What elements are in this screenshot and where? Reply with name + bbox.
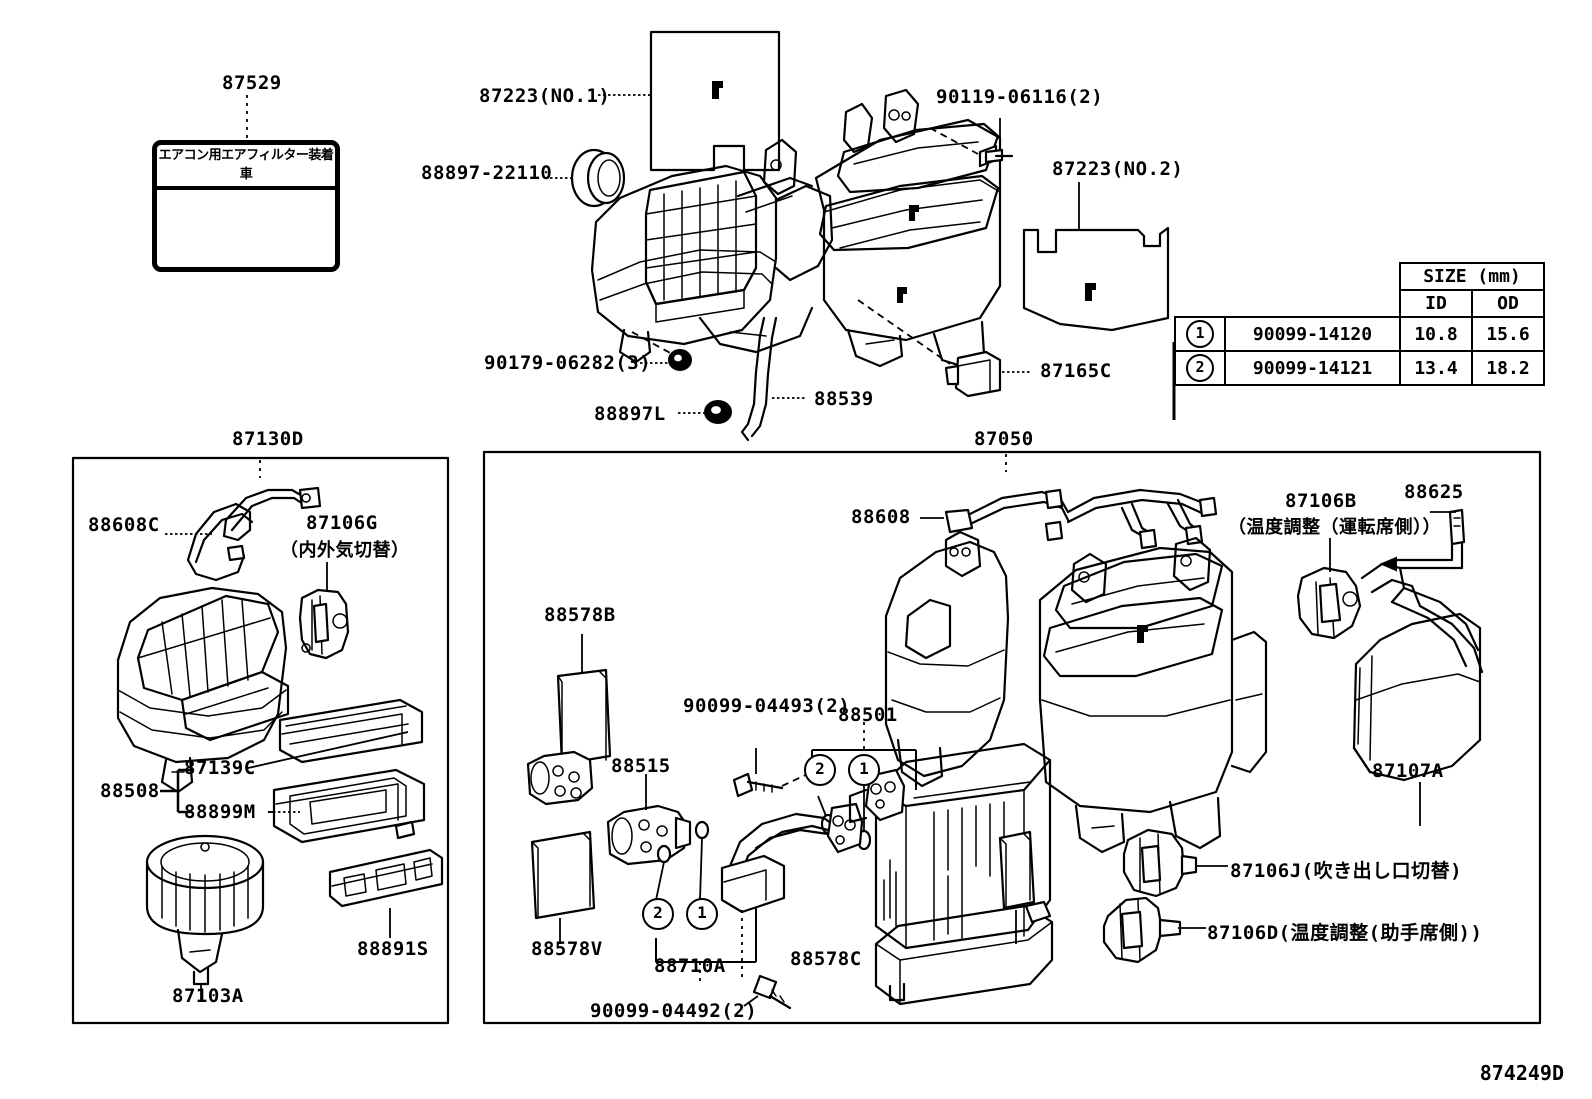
size-table-row-2: 2 90099-14121 13.4 18.2 [1174, 350, 1545, 386]
part-90179-06282-grommet [668, 349, 692, 371]
part-87106J-servo [1122, 828, 1198, 898]
label-87103A: 87103A [172, 985, 244, 1007]
label-87223-no2: 87223(NO.2) [1052, 158, 1184, 180]
air-filter-label-plate: エアコン用エアフィルター装着車 [152, 140, 340, 272]
label-88578B: 88578B [544, 604, 616, 626]
label-88578C: 88578C [790, 948, 862, 970]
cooling-case-assembly [884, 530, 1268, 854]
part-90099-04493-screw [732, 772, 784, 798]
part-88578V-gasket [530, 830, 596, 920]
mark-1-lower: 1 [686, 898, 718, 930]
mark-2-lower: 2 [642, 898, 674, 930]
size-table-row-1: 1 90099-14120 10.8 15.6 [1174, 316, 1545, 352]
part-87106G-servo [298, 588, 350, 660]
label-88508: 88508 [100, 780, 160, 802]
drawing-number: 874249D [1479, 1061, 1564, 1085]
label-88625: 88625 [1404, 481, 1464, 503]
part-87106B-servo [1296, 566, 1362, 640]
label-90099-04492: 90099-04492(2) [590, 1000, 758, 1022]
size-row-mark-2: 2 [1186, 354, 1214, 382]
label-90099-04493: 90099-04493(2) [683, 695, 851, 717]
part-87107A-heater-core [1352, 562, 1484, 782]
evaporator-core [848, 742, 1052, 950]
part-87139C-filter [278, 698, 424, 764]
label-87107A: 87107A [1372, 760, 1444, 782]
label-87106G: 87106G [306, 512, 378, 534]
part-87165C-cap [944, 350, 1002, 398]
size-table-col-od: OD [1471, 289, 1545, 318]
part-88608-harness [944, 488, 1218, 550]
label-87529: 87529 [222, 72, 282, 94]
label-plate-jp-text: エアコン用エアフィルター装着車 [157, 145, 335, 190]
label-90119-06116: 90119-06116(2) [936, 86, 1104, 108]
size-row-part-1: 90099-14120 [1224, 316, 1401, 352]
part-87223-no2-shield [1022, 226, 1170, 332]
part-90099-04492-screw [752, 974, 792, 1010]
size-row-od-1: 15.6 [1471, 316, 1545, 352]
label-88891S: 88891S [357, 938, 429, 960]
part-88891S-grille [328, 848, 444, 908]
part-88578B-gasket [556, 668, 612, 766]
size-table: SIZE (mm) ID OD 1 90099-14120 10.8 15.6 … [1174, 262, 1545, 386]
label-88897L: 88897L [594, 403, 666, 425]
label-87139C: 87139C [184, 757, 256, 779]
part-88608C-harness [186, 486, 322, 582]
part-88515-expansion-valve-lower [606, 804, 692, 866]
label-90179-06282: 90179-06282(3) [484, 352, 652, 374]
label-88501: 88501 [838, 704, 898, 726]
hvac-unit-assembly [590, 88, 1002, 370]
label-panel-87050: 87050 [974, 428, 1034, 450]
label-87165C: 87165C [1040, 360, 1112, 382]
part-88515-expansion-valve-upper [526, 750, 594, 806]
mark-1-upper: 1 [848, 754, 880, 786]
label-87106B: 87106B [1285, 490, 1357, 512]
part-87223-no1-shield [649, 30, 781, 172]
size-row-id-1: 10.8 [1399, 316, 1473, 352]
blower-panel-frame [71, 456, 450, 1025]
size-row-part-2: 90099-14121 [1224, 350, 1401, 386]
part-90119-06116-bolt [978, 144, 1014, 168]
label-88539: 88539 [814, 388, 874, 410]
label-88578V: 88578V [531, 938, 603, 960]
part-88899M-filter-frame [272, 768, 426, 844]
label-88608: 88608 [851, 506, 911, 528]
label-87106J: 87106J(吹き出し口切替) [1230, 860, 1463, 882]
label-88515: 88515 [611, 755, 671, 777]
cooling-panel-frame [482, 450, 1542, 1025]
size-row-id-2: 13.4 [1399, 350, 1473, 386]
part-87103A-blower-motor [145, 834, 265, 986]
label-panel-87130D: 87130D [232, 428, 304, 450]
part-88710A-tube [720, 802, 864, 914]
mark-2-upper: 2 [804, 754, 836, 786]
label-88710A: 88710A [654, 955, 726, 977]
label-87106D: 87106D(温度調整(助手席側)) [1207, 922, 1483, 944]
part-88625-clamp [1379, 508, 1466, 572]
label-87106G-sub: （内外気切替） [280, 540, 410, 561]
size-row-mark-1: 1 [1186, 320, 1214, 348]
part-88897-22110-seal [570, 148, 626, 208]
label-88897-22110: 88897-22110 [421, 162, 553, 184]
part-88578C-gasket [998, 830, 1036, 910]
size-table-col-id: ID [1399, 289, 1473, 318]
part-88539-drain-hose [740, 316, 778, 442]
part-88897L-grommet [704, 400, 732, 424]
part-88710A-set [655, 820, 757, 984]
size-table-header: SIZE (mm) [1399, 262, 1545, 291]
part-87106D-servo [1102, 896, 1182, 964]
label-87106B-sub: （温度調整（運転席側）） [1228, 517, 1441, 538]
size-row-od-2: 18.2 [1471, 350, 1545, 386]
label-87223-no1: 87223(NO.1) [479, 85, 611, 107]
label-88899M: 88899M [184, 801, 256, 823]
label-88608C: 88608C [88, 514, 160, 536]
evaporator-drain-pan [874, 900, 1054, 1006]
